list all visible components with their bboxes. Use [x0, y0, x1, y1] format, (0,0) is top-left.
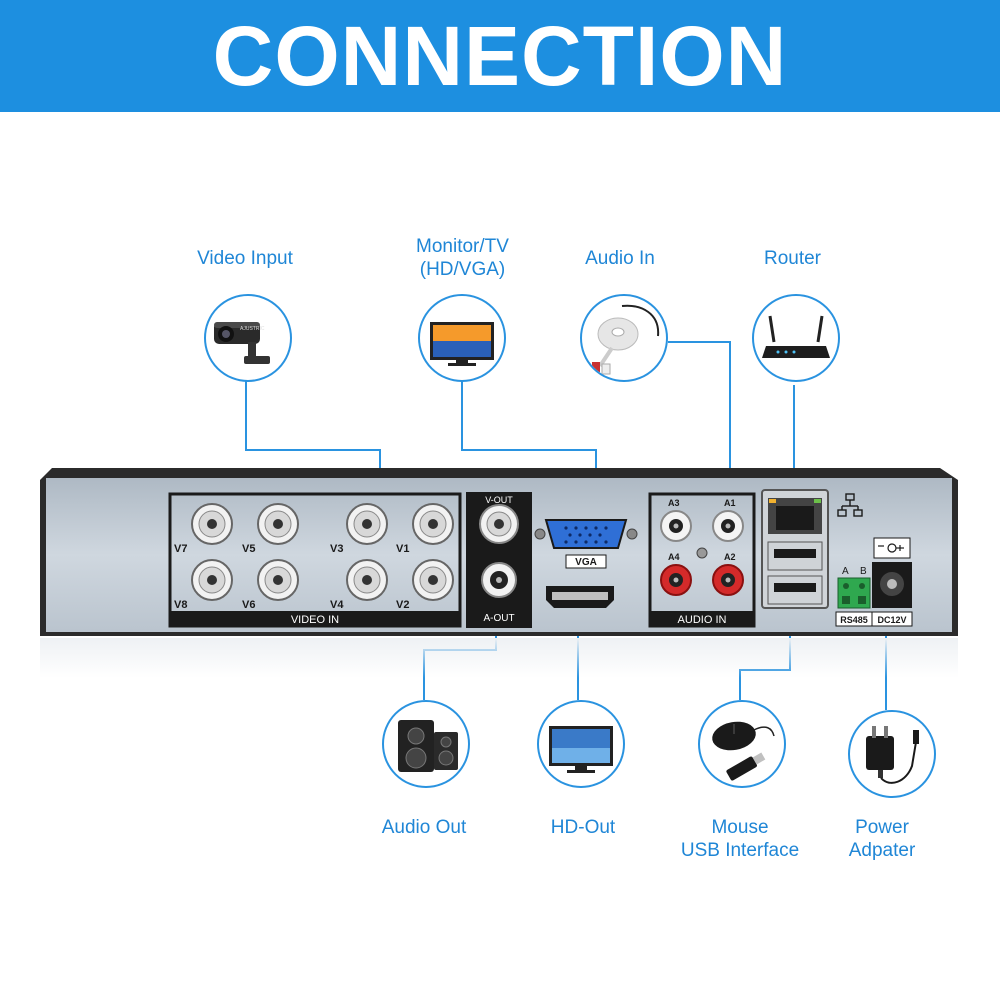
rs485-a-label: A [842, 566, 849, 577]
audio-label-a2: A2 [724, 552, 736, 562]
tv-icon [549, 726, 613, 773]
bnc-v8 [191, 559, 233, 601]
microphone-icon [592, 304, 660, 375]
rs485-b-label: B [860, 566, 867, 577]
bnc-v6 [257, 559, 299, 601]
label-audio-in: Audio In [585, 248, 655, 269]
label-power-line2: Adpater [848, 840, 916, 861]
channel-label-v3: V3 [330, 543, 343, 555]
audio-out-circle [382, 700, 470, 788]
label-video-input: Video Input [197, 248, 293, 269]
channel-label-v4: V4 [330, 599, 344, 611]
label-mouse-line2: USB Interface [680, 840, 800, 861]
router-icon [762, 315, 830, 358]
tv-icon [430, 322, 494, 366]
label-hd-out: HD-Out [550, 817, 616, 838]
label-monitor-line1: Monitor/TV [416, 236, 509, 257]
bnc-v5 [257, 503, 299, 545]
video-in-label: VIDEO IN [291, 614, 339, 626]
network-icon [837, 493, 863, 517]
bnc-v2 [412, 559, 454, 601]
bnc-v4 [346, 559, 388, 601]
router-circle [752, 294, 840, 382]
rs485-label: RS485 [840, 615, 868, 625]
panel-reflection [40, 638, 958, 678]
channel-label-v2: V2 [396, 599, 409, 611]
rca-a2 [712, 564, 744, 596]
vga-label-box [565, 554, 607, 569]
ground-screw [696, 547, 708, 559]
bnc-v1 [412, 503, 454, 545]
camera-icon: AJUSTRIC [214, 322, 270, 364]
mouse-usb-circle [698, 700, 786, 788]
line-audio-in [668, 341, 731, 505]
usb-dongle-icon [726, 752, 766, 781]
camera-brand: AJUSTRIC [240, 326, 265, 332]
page-title: CONNECTION [212, 9, 788, 103]
label-monitor-line2: (HD/VGA) [419, 259, 506, 280]
label-monitor-tv: Monitor/TV (HD/VGA) [380, 235, 545, 281]
audio-label-a1: A1 [724, 498, 736, 508]
channel-label-v7: V7 [174, 543, 187, 555]
power-adapter-icon [866, 726, 919, 784]
label-power-line1: Power [855, 817, 909, 838]
hd-out-circle [537, 700, 625, 788]
channel-label-v6: V6 [242, 599, 255, 611]
polarity-icon [878, 543, 904, 553]
label-audio-out: Audio Out [381, 817, 467, 838]
bnc-v7 [191, 503, 233, 545]
rca-a4 [660, 564, 692, 596]
rca-a1 [712, 510, 744, 542]
v-out-label: V-OUT [485, 495, 513, 505]
label-router: Router [763, 248, 822, 269]
bnc-connectors [191, 503, 454, 601]
label-power-adapter: Power Adpater [826, 816, 938, 862]
label-mouse-usb: Mouse USB Interface [662, 816, 818, 862]
speaker-icon [398, 720, 458, 772]
label-mouse-line1: Mouse [711, 817, 769, 838]
mouse-icon [712, 721, 775, 781]
vga-port [544, 519, 628, 549]
dc12v-label: DC12V [877, 615, 906, 625]
vga-label: VGA [575, 557, 597, 568]
channel-label-v1: V1 [396, 543, 409, 555]
rca-a3 [660, 510, 692, 542]
monitor-tv-circle [418, 294, 506, 382]
audio-label-a4: A4 [668, 552, 680, 562]
channel-label-v5: V5 [242, 543, 255, 555]
video-input-camera-circle: AJUSTRIC [204, 294, 292, 382]
audio-label-a3: A3 [668, 498, 680, 508]
title-banner: CONNECTION [0, 0, 1000, 112]
a-out-label: A-OUT [483, 613, 514, 624]
audio-in-mic-circle [580, 294, 668, 382]
channel-label-v8: V8 [174, 599, 187, 611]
bnc-v3 [346, 503, 388, 545]
audio-in-panel-label: AUDIO IN [678, 614, 727, 626]
polarity-symbol-box [873, 537, 911, 559]
power-adapter-circle [848, 710, 936, 798]
